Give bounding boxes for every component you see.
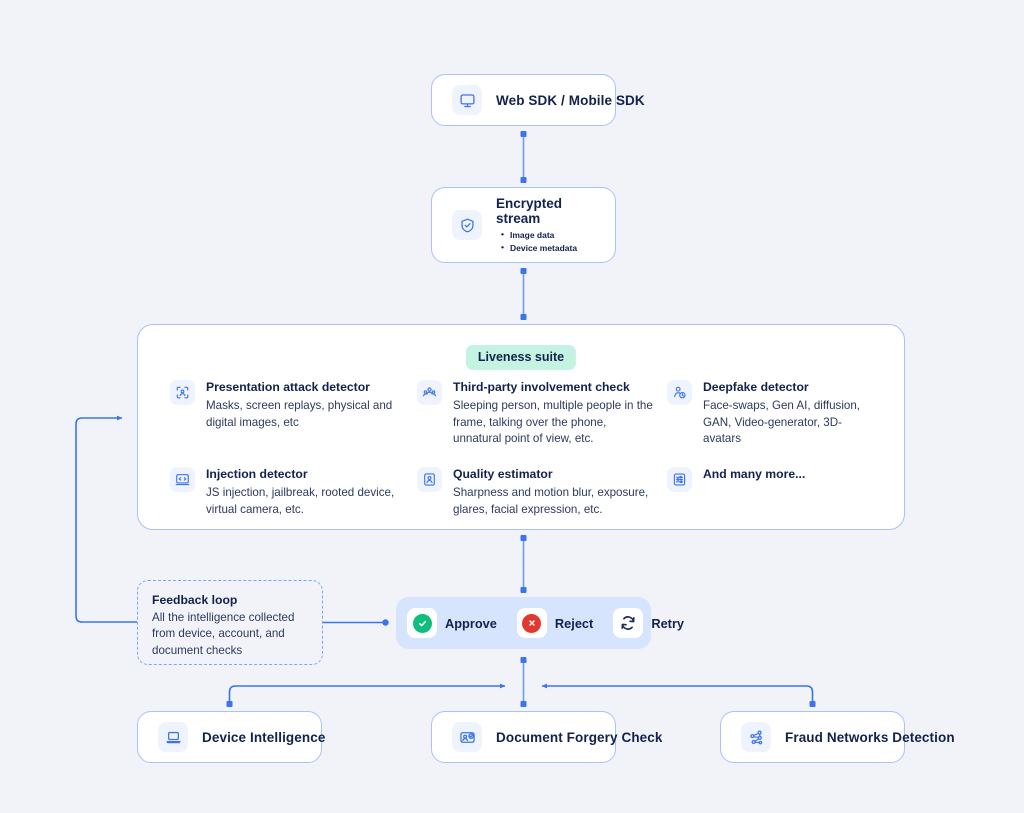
feature-deepfake-detector[interactable]: Deepfake detector Face-swaps, Gen AI, di… xyxy=(667,379,876,448)
feature-desc: Masks, screen replays, physical and digi… xyxy=(206,399,393,429)
feature-text: Third-party involvement check Sleeping p… xyxy=(453,379,657,448)
decision-label: Reject xyxy=(554,615,594,631)
feature-title: Deepfake detector xyxy=(703,380,809,394)
node-label: Document Forgery Check xyxy=(496,729,663,745)
liveness-suite-badge: Liveness suite xyxy=(465,345,577,370)
person-clock-icon xyxy=(667,380,692,405)
shield-check-icon xyxy=(452,210,482,240)
feature-desc: Sharpness and motion blur, exposure, gla… xyxy=(453,486,649,516)
feature-text: And many more... xyxy=(703,466,805,485)
node-web-mobile-sdk[interactable]: Web SDK / Mobile SDK xyxy=(431,74,645,126)
panel-liveness-suite: Liveness suite Presentation attack detec… xyxy=(137,324,905,530)
decision-reject[interactable]: Reject xyxy=(516,608,594,638)
decision-retry[interactable]: Retry xyxy=(613,608,684,638)
stream-body: Encrypted stream Image data Device metad… xyxy=(496,196,595,255)
id-card-icon xyxy=(452,722,482,752)
group-people-icon xyxy=(417,380,442,405)
node-label: Web SDK / Mobile SDK xyxy=(496,92,645,108)
decision-label: Retry xyxy=(651,615,685,631)
feature-title: And many more... xyxy=(703,466,806,481)
network-graph-icon xyxy=(741,722,771,752)
monitor-icon xyxy=(452,85,482,115)
node-encrypted-stream[interactable]: Encrypted stream Image data Device metad… xyxy=(431,187,616,263)
feature-quality-estimator[interactable]: Quality estimator Sharpness and motion b… xyxy=(417,466,667,518)
feature-title: Presentation attack detector xyxy=(206,380,370,394)
node-label: Fraud Networks Detection xyxy=(785,729,955,745)
sliders-icon xyxy=(667,466,692,492)
x-circle-icon xyxy=(516,608,547,638)
feature-and-many-more[interactable]: And many more... xyxy=(667,466,876,518)
feature-title: Quality estimator xyxy=(453,466,553,481)
node-label: Device Intelligence xyxy=(202,729,326,745)
stream-bullet: Image data xyxy=(501,228,595,242)
face-scan-icon xyxy=(170,380,195,405)
feedback-loop-title: Feedback loop xyxy=(152,593,238,607)
decision-bar: Approve Reject xyxy=(396,597,684,649)
feedback-loop-description: All the intelligence collected from devi… xyxy=(152,611,295,657)
check-circle-icon xyxy=(407,608,437,638)
stream-bullet-list: Image data Device metadata xyxy=(496,228,595,255)
feature-desc: Face-swaps, Gen AI, diffusion, GAN, Vide… xyxy=(703,399,861,446)
laptop-icon xyxy=(158,722,188,752)
feature-text: Presentation attack detector Masks, scre… xyxy=(206,379,407,431)
decision-approve[interactable]: Approve xyxy=(407,608,497,638)
code-brackets-icon xyxy=(170,466,195,492)
portrait-frame-icon xyxy=(417,466,442,492)
node-fraud-networks-detection[interactable]: Fraud Networks Detection xyxy=(720,711,955,763)
node-device-intelligence[interactable]: Device Intelligence xyxy=(137,711,326,763)
stream-title: Encrypted stream xyxy=(496,195,563,226)
feature-text: Injection detector JS injection, jailbre… xyxy=(206,466,407,518)
feature-title: Injection detector xyxy=(206,466,308,481)
feature-presentation-attack-detector[interactable]: Presentation attack detector Masks, scre… xyxy=(170,379,417,448)
node-document-forgery-check[interactable]: Document Forgery Check xyxy=(431,711,662,763)
refresh-icon xyxy=(613,608,644,638)
liveness-feature-grid: Presentation attack detector Masks, scre… xyxy=(170,379,876,518)
feature-desc: Sleeping person, multiple people in the … xyxy=(453,399,653,446)
feature-text: Deepfake detector Face-swaps, Gen AI, di… xyxy=(703,379,866,448)
feature-text: Quality estimator Sharpness and motion b… xyxy=(453,466,657,518)
feature-title: Third-party involvement check xyxy=(453,380,630,394)
feature-injection-detector[interactable]: Injection detector JS injection, jailbre… xyxy=(170,466,417,518)
stream-bullet: Device metadata xyxy=(501,241,595,255)
decision-label: Approve xyxy=(445,615,497,631)
feature-third-party-involvement-check[interactable]: Third-party involvement check Sleeping p… xyxy=(417,379,667,448)
feedback-loop-box: Feedback loop All the intelligence colle… xyxy=(137,580,323,665)
feature-desc: JS injection, jailbreak, rooted device, … xyxy=(206,486,395,516)
